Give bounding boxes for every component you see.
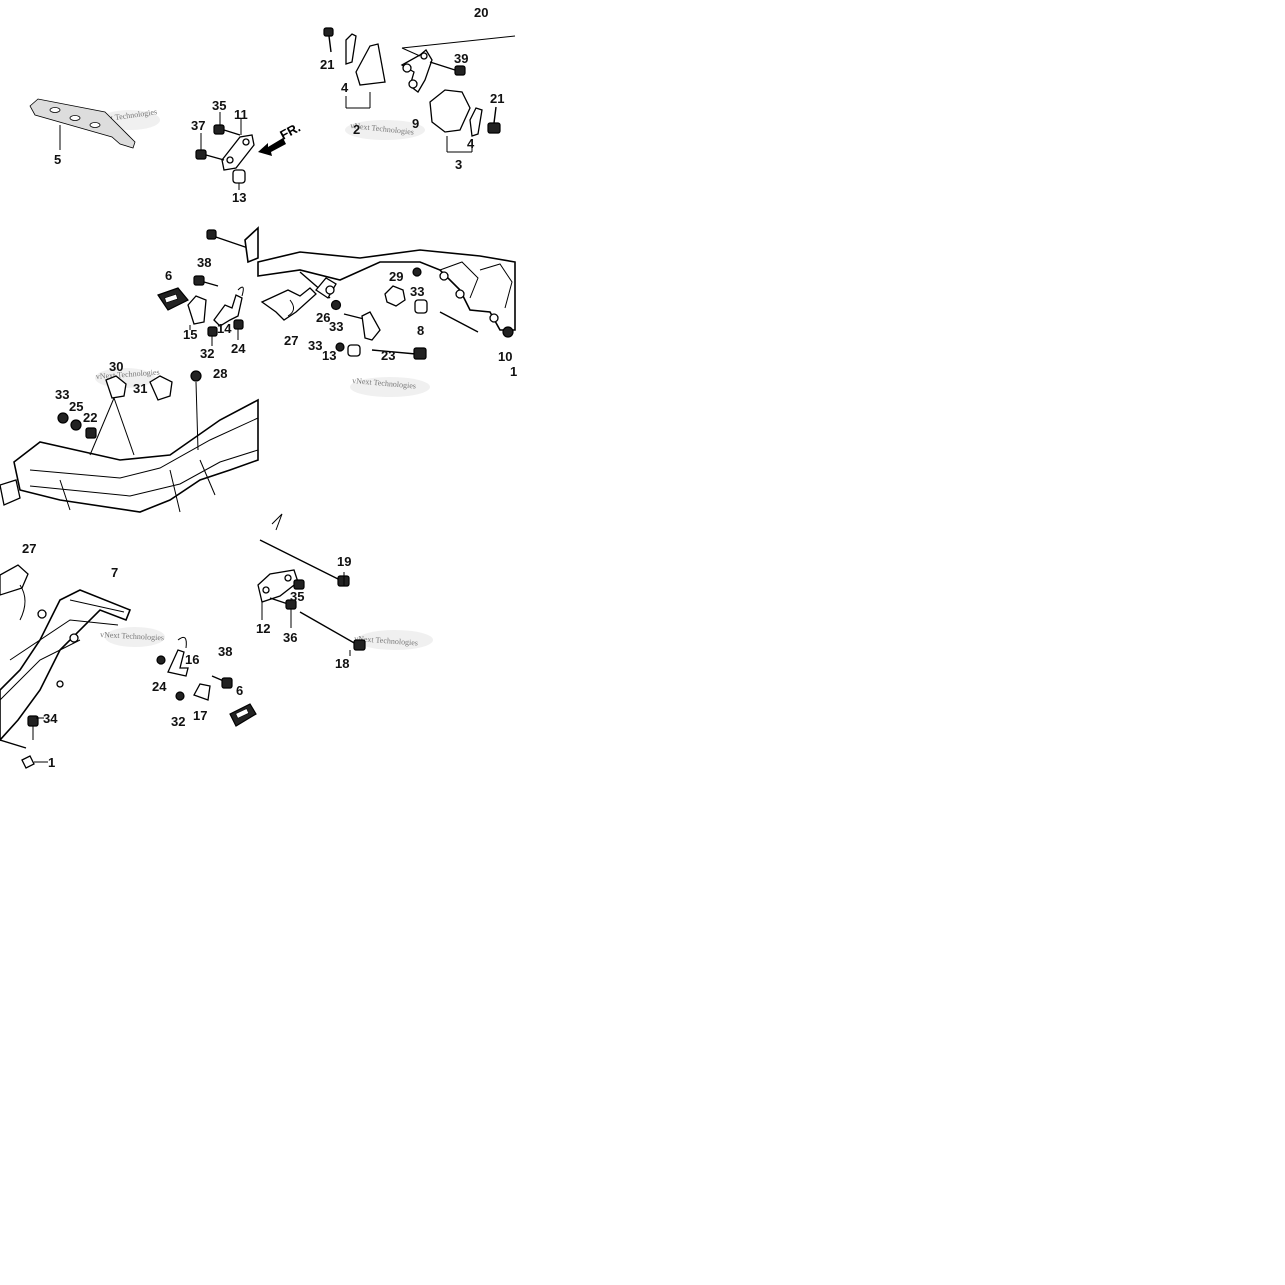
part-label-37: 37	[191, 118, 205, 133]
part-label-17: 17	[193, 708, 207, 723]
part-label-23: 23	[381, 348, 395, 363]
part-label-14: 14	[217, 321, 232, 336]
part-label-33: 33	[410, 284, 424, 299]
part-label-11: 11	[234, 107, 248, 122]
part-label-29: 29	[389, 269, 403, 284]
part-label-21: 21	[320, 57, 334, 72]
part-label-32: 32	[200, 346, 214, 361]
part-label-19: 19	[337, 554, 351, 569]
part-label-33: 33	[329, 319, 343, 334]
part-label-36: 36	[283, 630, 297, 645]
mount-rear-assembly	[156, 636, 257, 727]
part-label-25: 25	[69, 399, 83, 414]
watermark-text: vNext Technologies	[354, 634, 418, 647]
part-label-15: 15	[183, 327, 197, 342]
front-arrow-icon: FR.	[258, 120, 303, 156]
part-label-10: 10	[498, 349, 512, 364]
part-label-7: 7	[111, 565, 118, 580]
guard-assembly	[323, 27, 516, 153]
bracket-11-assembly	[195, 112, 255, 190]
long-bolt-assembly	[257, 513, 366, 656]
part-label-26: 26	[316, 310, 330, 325]
part-label-5: 5	[54, 152, 61, 167]
part-label-13: 13	[232, 190, 246, 205]
part-label-33: 33	[308, 338, 322, 353]
part-label-6: 6	[236, 683, 243, 698]
part-label-38: 38	[218, 644, 232, 659]
part-label-32: 32	[171, 714, 185, 729]
part-label-22: 22	[83, 410, 97, 425]
watermark-text: vNext Technologies	[100, 630, 164, 642]
part-label-1: 1	[48, 755, 55, 770]
part-label-27: 27	[284, 333, 298, 348]
part-label-18: 18	[335, 656, 349, 671]
part-label-35: 35	[212, 98, 226, 113]
part-label-8: 8	[417, 323, 424, 338]
part-label-39: 39	[454, 51, 468, 66]
part-label-31: 31	[133, 381, 147, 396]
part-labels: 20 21 4 2 39 21 9 4 3 5 35 11 37 13 6 38…	[22, 5, 517, 770]
mount-left-assembly	[157, 226, 259, 346]
part-label-34: 34	[43, 711, 58, 726]
tray-plate	[29, 98, 136, 150]
part-label-3: 3	[455, 157, 462, 172]
part-label-33: 33	[55, 387, 69, 402]
watermarks: vNext Technologies vNext Technologies vN…	[93, 107, 433, 650]
part-label-13: 13	[322, 348, 336, 363]
part-label-1: 1	[510, 364, 517, 379]
rear-frame-assembly	[0, 564, 132, 769]
part-label-24: 24	[152, 679, 167, 694]
part-label-21: 21	[490, 91, 504, 106]
part-label-9: 9	[412, 116, 419, 131]
part-label-20: 20	[474, 5, 488, 20]
part-label-2: 2	[353, 122, 360, 137]
part-label-4: 4	[467, 136, 475, 151]
part-label-35: 35	[290, 589, 304, 604]
part-label-6: 6	[165, 268, 172, 283]
main-frame-assembly	[0, 370, 259, 513]
part-label-38: 38	[197, 255, 211, 270]
part-label-12: 12	[256, 621, 270, 636]
engine-mount-assembly	[257, 249, 516, 360]
part-label-27: 27	[22, 541, 36, 556]
part-label-24: 24	[231, 341, 246, 356]
part-label-16: 16	[185, 652, 199, 667]
part-label-28: 28	[213, 366, 227, 381]
part-label-4: 4	[341, 80, 349, 95]
part-label-30: 30	[109, 359, 123, 374]
